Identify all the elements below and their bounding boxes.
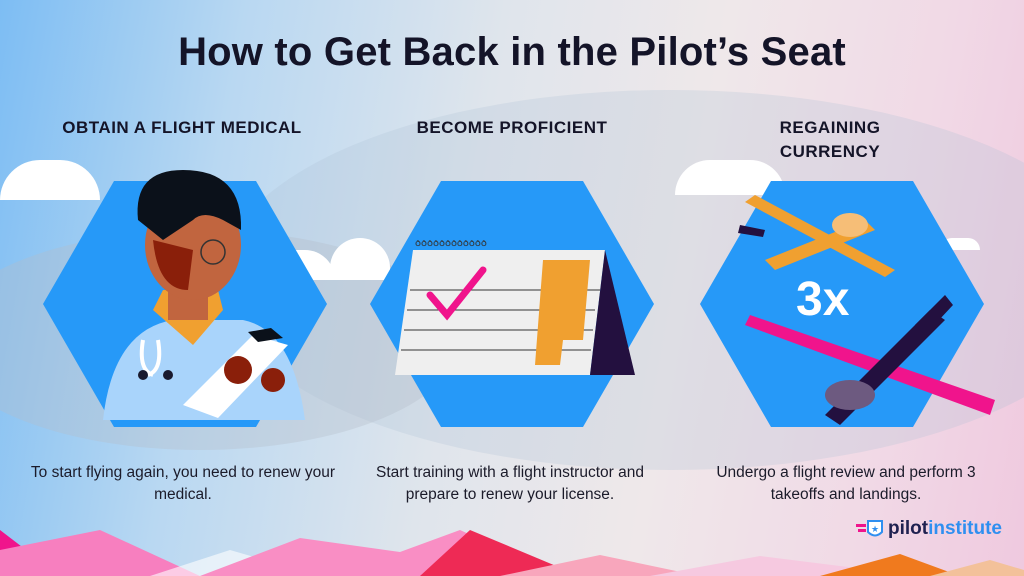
svg-text:★: ★	[871, 524, 879, 534]
shield-wings-icon: ★	[856, 520, 883, 537]
brand-part-1: pilot	[888, 518, 929, 539]
three-times-badge: 3x	[796, 273, 850, 326]
brand-part-2: institute	[928, 518, 1002, 539]
calendar-illustration: ꝺꝺꝺꝺꝺꝺꝺꝺꝺꝺꝺꝺ	[395, 240, 635, 375]
svg-text:ꝺꝺꝺꝺꝺꝺꝺꝺꝺꝺꝺꝺ: ꝺꝺꝺꝺꝺꝺꝺꝺꝺꝺꝺꝺ	[415, 240, 487, 249]
bottom-mountains	[0, 530, 1024, 576]
cloud	[0, 160, 100, 200]
step-3-description: Undergo a flight review and perform 3 ta…	[716, 464, 976, 503]
step-3-title: REGAINING CURRENCY	[779, 118, 881, 161]
pilot-institute-logo[interactable]: ★ pilotinstitute	[856, 518, 1002, 540]
airplanes-illustration	[738, 195, 995, 425]
step-2-description: Start training with a flight instructor …	[376, 464, 644, 503]
step-2-title: BECOME PROFICIENT	[416, 118, 608, 137]
step-1-title: OBTAIN A FLIGHT MEDICAL	[62, 118, 302, 137]
cloud	[330, 238, 390, 280]
page-title: How to Get Back in the Pilot’s Seat	[178, 30, 846, 74]
step-1-description: To start flying again, you need to renew…	[30, 464, 336, 503]
doctor-illustration	[103, 170, 305, 420]
